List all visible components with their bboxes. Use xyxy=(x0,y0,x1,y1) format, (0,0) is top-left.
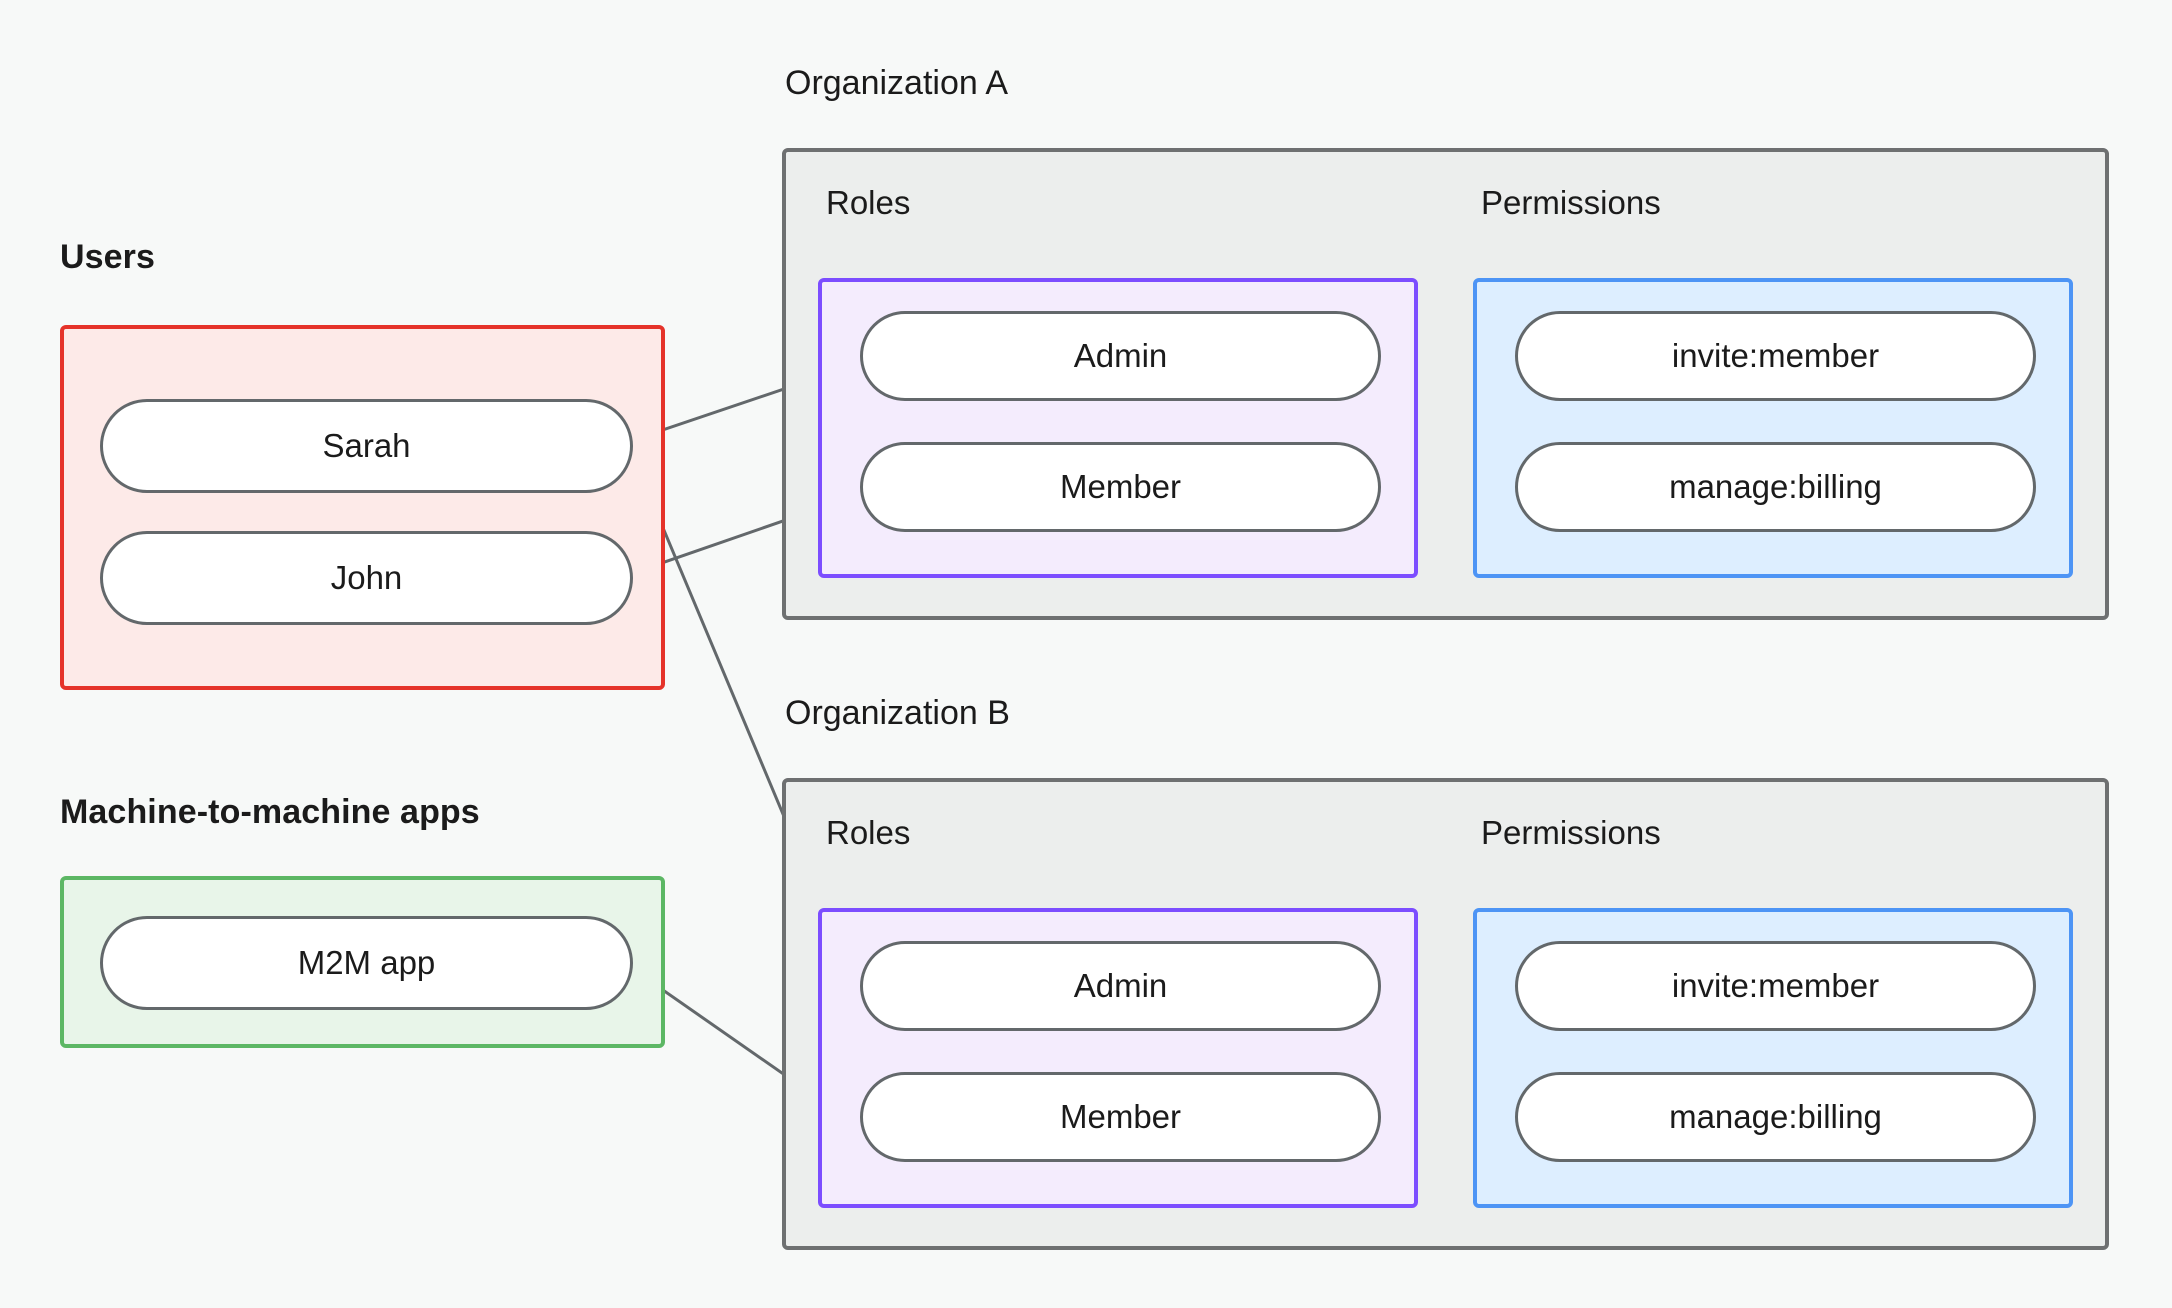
organization-a-permission-invite-member[interactable]: invite:member xyxy=(1515,311,2036,401)
m2m-container: M2M app xyxy=(60,876,665,1048)
users-group-label: Users xyxy=(60,238,156,276)
user-node-john[interactable]: John xyxy=(100,531,633,625)
organization-b-permission-manage-billing[interactable]: manage:billing xyxy=(1515,1072,2036,1162)
organization-a-permissions-label: Permissions xyxy=(1481,184,1661,221)
organization-b-role-member[interactable]: Member xyxy=(860,1072,1381,1162)
organization-b-permissions-label: Permissions xyxy=(1481,814,1661,851)
organization-a-role-member[interactable]: Member xyxy=(860,442,1381,532)
organization-b-role-admin[interactable]: Admin xyxy=(860,941,1381,1031)
organization-a-roles-container: Admin Member xyxy=(818,278,1418,578)
organization-a-roles-label: Roles xyxy=(826,184,911,221)
organization-a-permission-manage-billing[interactable]: manage:billing xyxy=(1515,442,2036,532)
organization-a-role-admin[interactable]: Admin xyxy=(860,311,1381,401)
m2m-group-label: Machine-to-machine apps xyxy=(60,793,480,831)
organization-a-container: Roles Admin Member Permissions invite:me… xyxy=(782,148,2109,620)
m2m-node-app[interactable]: M2M app xyxy=(100,916,633,1010)
organization-a-permissions-container: invite:member manage:billing xyxy=(1473,278,2073,578)
organization-b-permission-invite-member[interactable]: invite:member xyxy=(1515,941,2036,1031)
organization-b-roles-container: Admin Member xyxy=(818,908,1418,1208)
user-node-sarah[interactable]: Sarah xyxy=(100,399,633,493)
organization-a-label: Organization A xyxy=(785,64,1009,102)
organization-b-permissions-container: invite:member manage:billing xyxy=(1473,908,2073,1208)
organization-b-label: Organization B xyxy=(785,694,1010,732)
organization-b-roles-label: Roles xyxy=(826,814,911,851)
organization-b-container: Roles Admin Member Permissions invite:me… xyxy=(782,778,2109,1250)
users-container: Sarah John xyxy=(60,325,665,690)
